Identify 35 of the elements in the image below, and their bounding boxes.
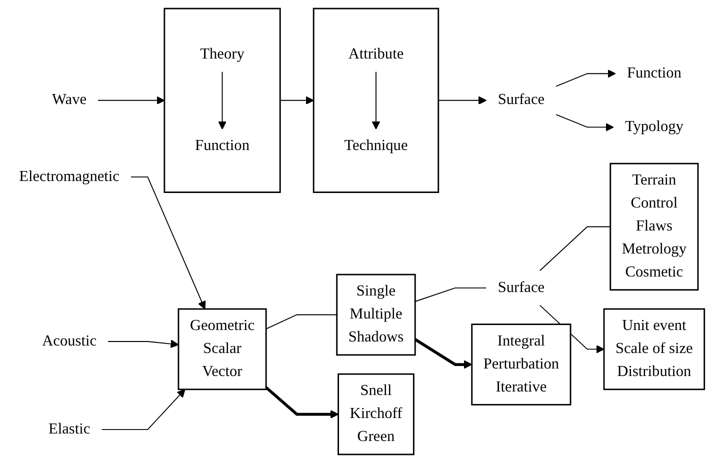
connector bbox=[539, 226, 611, 272]
arrow bbox=[280, 96, 314, 105]
node-text: Technique bbox=[344, 138, 408, 154]
connector bbox=[414, 287, 487, 302]
node-box: Integral Perturbation Iterative bbox=[471, 324, 572, 406]
connector bbox=[266, 314, 338, 330]
node-box: Geometric Scalar Vector bbox=[178, 308, 267, 390]
node-box: Snell Kirchoff Green bbox=[338, 373, 414, 456]
node-text: Wave bbox=[52, 92, 87, 108]
cluster bbox=[312, 8, 440, 193]
arrow bbox=[556, 114, 614, 132]
node-text: Theory bbox=[200, 46, 244, 62]
arrow bbox=[372, 71, 380, 130]
node-box: Unit event Scale of size Distribution bbox=[603, 308, 706, 390]
arrow bbox=[414, 338, 472, 369]
arrow bbox=[556, 69, 616, 87]
cluster bbox=[164, 8, 281, 193]
node-box: Single Multiple Shadows bbox=[336, 274, 416, 356]
node-text: Function bbox=[626, 65, 682, 82]
arrow bbox=[265, 386, 339, 418]
node-text: Surface bbox=[498, 92, 545, 108]
node-text: Acoustic bbox=[42, 332, 97, 350]
node-text: Typology bbox=[624, 118, 684, 135]
node-box: Terrain Control Flaws Metrology Cosmetic bbox=[610, 162, 699, 291]
arrow bbox=[438, 96, 487, 105]
node-text: Function bbox=[195, 138, 250, 154]
arrow bbox=[98, 96, 165, 105]
arrow bbox=[218, 71, 226, 130]
node-text: Attribute bbox=[348, 46, 404, 62]
arrow bbox=[101, 389, 186, 430]
arrow bbox=[108, 340, 179, 348]
node-text: Surface bbox=[498, 279, 545, 296]
node-text: Electromagnetic bbox=[19, 168, 120, 185]
arrow bbox=[130, 176, 206, 310]
node-text: Elastic bbox=[48, 420, 90, 438]
